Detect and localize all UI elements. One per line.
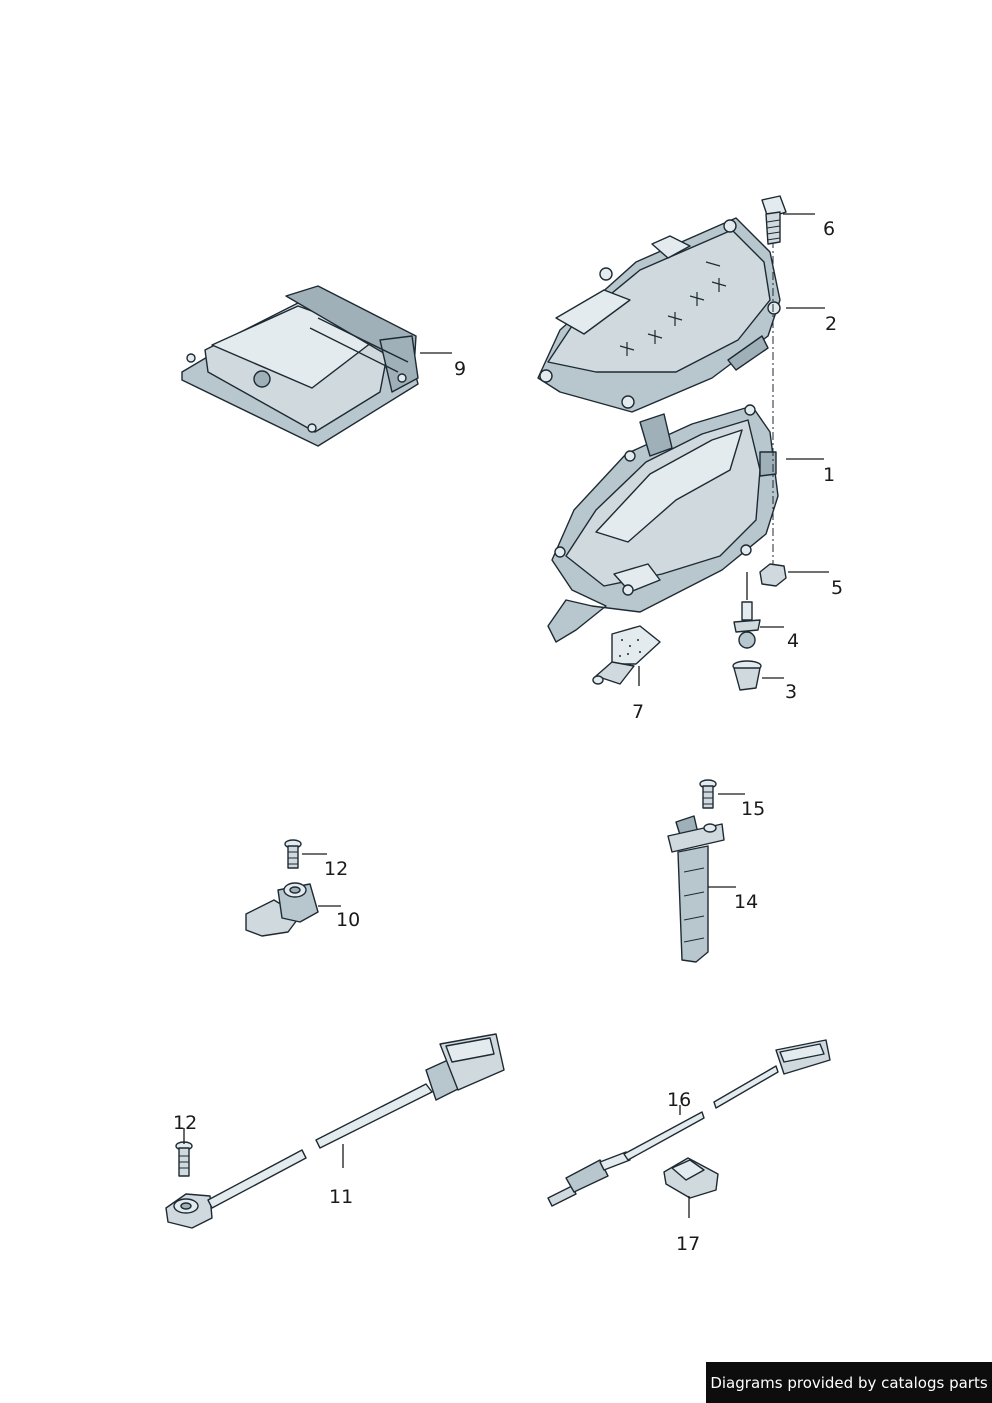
attribution-text: Diagrams provided by catalogs parts — [710, 1373, 988, 1392]
knock-sensor-cable-part — [165, 1033, 505, 1229]
sensor-probe-part — [667, 815, 725, 963]
callout-15: 15 — [741, 798, 765, 820]
bolt-knock-a-part — [284, 839, 302, 869]
attribution-banner: Diagrams provided by catalogs parts — [706, 1362, 992, 1403]
callout-5: 5 — [831, 577, 843, 599]
stud-part — [733, 601, 761, 649]
bolt-knock-b-part — [175, 1141, 193, 1177]
clip-part — [663, 1157, 719, 1199]
callout-10: 10 — [336, 909, 360, 931]
callout-1: 1 — [823, 464, 835, 486]
leader-lines — [183, 213, 829, 1218]
bolt-sensor-part — [699, 779, 717, 809]
callout-4: 4 — [787, 630, 799, 652]
grommet-part — [732, 660, 762, 691]
callout-16: 16 — [667, 1089, 691, 1111]
callout-3: 3 — [785, 681, 797, 703]
callout-6: 6 — [823, 218, 835, 240]
callout-7: 7 — [632, 701, 644, 723]
callout-9: 9 — [454, 358, 466, 380]
callout-11: 11 — [329, 1186, 353, 1208]
housing-part — [547, 404, 779, 643]
lambda-probe-part — [547, 1039, 831, 1207]
cover-part — [537, 217, 781, 413]
callout-17: 17 — [676, 1233, 700, 1255]
drain-part — [592, 625, 661, 685]
ecu-control-unit — [181, 285, 419, 447]
callout-12-a: 12 — [324, 858, 348, 880]
knock-sensor-part — [245, 882, 319, 937]
nut-part — [759, 563, 787, 587]
callout-2: 2 — [825, 313, 837, 335]
callout-14: 14 — [734, 891, 758, 913]
bolt-top-part — [761, 195, 787, 245]
callout-12-b: 12 — [173, 1112, 197, 1134]
